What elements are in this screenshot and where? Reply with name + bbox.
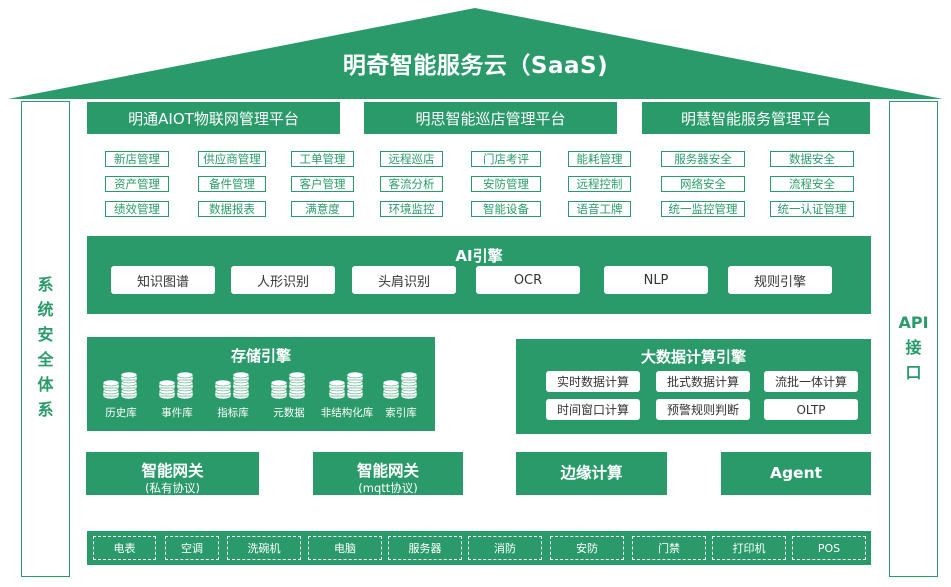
storage-label: 非结构化库 — [320, 407, 374, 419]
security-system-char: 系 — [37, 275, 54, 294]
storage-engine-title: 存储引擎 — [230, 347, 291, 365]
edge-computing-title: 边缘计算 — [560, 464, 623, 482]
bigdata-item: 流批一体计算 — [764, 371, 858, 392]
ai-engine-item: 知识图谱 — [111, 266, 215, 294]
storage-metric: 指标库 — [211, 369, 255, 419]
api-interface-pillar: API 接 口 — [889, 101, 938, 577]
module-item: 环境监控 — [380, 201, 443, 217]
module-item: 客流分析 — [380, 176, 443, 192]
bigdata-engine-title: 大数据计算引擎 — [640, 348, 746, 366]
ai-engine-item: NLP — [604, 266, 708, 294]
module-item: 安防管理 — [471, 176, 541, 192]
module-item: 新店管理 — [105, 151, 169, 167]
module-item: 门店考评 — [471, 151, 541, 167]
devices-strip: 电表 空调 洗碗机 电脑 服务器 消防 安防 门禁 打印机 POS — [87, 531, 871, 565]
module-item: 能耗管理 — [568, 151, 631, 167]
roof: 明奇智能服务云（SaaS) — [0, 0, 951, 100]
gateway-private-protocol: 智能网关 (私有协议) — [86, 452, 259, 495]
device-item: 空调 — [165, 536, 219, 560]
ai-engine-item: 规则引擎 — [728, 266, 832, 294]
ai-engine-item: 头肩识别 — [352, 266, 456, 294]
device-item: 洗碗机 — [227, 536, 301, 560]
module-item: 流程安全 — [770, 176, 854, 192]
device-item: 电脑 — [308, 536, 382, 560]
api-interface-char: API — [898, 313, 929, 332]
api-interface-char: 口 — [905, 363, 922, 382]
database-icon — [270, 371, 306, 400]
storage-label: 指标库 — [217, 407, 249, 419]
agent-box: Agent — [721, 452, 871, 495]
security-system-char: 全 — [37, 350, 54, 369]
gateway-mqtt-protocol: 智能网关 (mqtt协议) — [313, 452, 463, 495]
device-item: 消防 — [468, 536, 542, 560]
bigdata-item: OLTP — [764, 399, 858, 420]
device-item: POS — [792, 536, 866, 560]
module-item: 供应商管理 — [198, 151, 266, 167]
module-item: 满意度 — [291, 201, 354, 217]
module-item: 统一认证管理 — [770, 201, 854, 217]
database-icon — [382, 371, 418, 400]
module-item: 智能设备 — [471, 201, 541, 217]
database-icon — [214, 371, 250, 400]
database-icon — [158, 371, 194, 400]
device-item: 服务器 — [388, 536, 462, 560]
database-icon — [102, 371, 138, 400]
agent-title: Agent — [769, 464, 823, 482]
module-item: 网络安全 — [661, 176, 745, 192]
security-system-char: 安 — [37, 325, 54, 344]
module-item: 服务器安全 — [661, 151, 745, 167]
api-interface-char: 接 — [905, 338, 922, 357]
module-item: 统一监控管理 — [661, 201, 745, 217]
storage-label: 元数据 — [273, 407, 305, 419]
bigdata-item: 时间窗口计算 — [546, 399, 640, 420]
module-item: 资产管理 — [105, 176, 169, 192]
platform-smart-service: 明慧智能服务管理平台 — [642, 102, 870, 134]
gateway-subtitle: (私有协议) — [145, 481, 200, 495]
roof-title: 明奇智能服务云（SaaS) — [342, 53, 609, 79]
module-item: 远程控制 — [568, 176, 631, 192]
storage-label: 索引库 — [385, 407, 417, 419]
bigdata-item: 实时数据计算 — [546, 371, 640, 392]
ai-engine-panel: AI引擎 知识图谱 人形识别 头肩识别 OCR NLP 规则引擎 — [87, 236, 871, 314]
module-item: 数据报表 — [198, 201, 266, 217]
device-item: 安防 — [550, 536, 624, 560]
gateway-title: 智能网关 — [141, 462, 204, 480]
device-item: 电表 — [93, 536, 156, 560]
bigdata-engine-panel: 大数据计算引擎 实时数据计算 批式数据计算 流批一体计算 时间窗口计算 预警规则… — [516, 339, 871, 434]
security-system-char: 体 — [37, 375, 54, 394]
roof-shape — [8, 8, 943, 99]
module-item: 绩效管理 — [105, 201, 169, 217]
gateway-title: 智能网关 — [356, 462, 419, 480]
storage-history: 历史库 — [99, 369, 143, 419]
module-item: 客户管理 — [291, 176, 354, 192]
module-item: 备件管理 — [198, 176, 266, 192]
storage-event: 事件库 — [155, 369, 199, 419]
storage-metadata: 元数据 — [267, 369, 311, 419]
bigdata-item: 预警规则判断 — [656, 399, 750, 420]
ai-engine-title: AI引擎 — [455, 247, 503, 265]
module-item: 远程巡店 — [380, 151, 443, 167]
device-item: 门禁 — [632, 536, 706, 560]
module-item: 工单管理 — [291, 151, 354, 167]
storage-label: 事件库 — [161, 407, 193, 419]
module-item: 语音工牌 — [568, 201, 631, 217]
security-system-char: 统 — [37, 300, 54, 319]
platform-store-patrol: 明思智能巡店管理平台 — [364, 102, 617, 134]
security-system-char: 系 — [37, 400, 54, 419]
storage-index: 索引库 — [379, 369, 423, 419]
bigdata-item: 批式数据计算 — [656, 371, 750, 392]
platform-aiot: 明通AIOT物联网管理平台 — [87, 102, 340, 134]
database-icon — [328, 371, 364, 400]
security-system-pillar: 系 统 安 全 体 系 — [21, 101, 70, 577]
ai-engine-item: OCR — [476, 266, 580, 294]
edge-computing: 边缘计算 — [516, 452, 667, 495]
device-item: 打印机 — [712, 536, 786, 560]
module-item: 数据安全 — [770, 151, 854, 167]
ai-engine-item: 人形识别 — [231, 266, 335, 294]
storage-engine-panel: 存储引擎 历史库 事件库 — [87, 337, 435, 431]
gateway-subtitle: (mqtt协议) — [358, 481, 418, 495]
storage-unstructured: 非结构化库 — [319, 369, 375, 419]
storage-label: 历史库 — [105, 407, 137, 419]
